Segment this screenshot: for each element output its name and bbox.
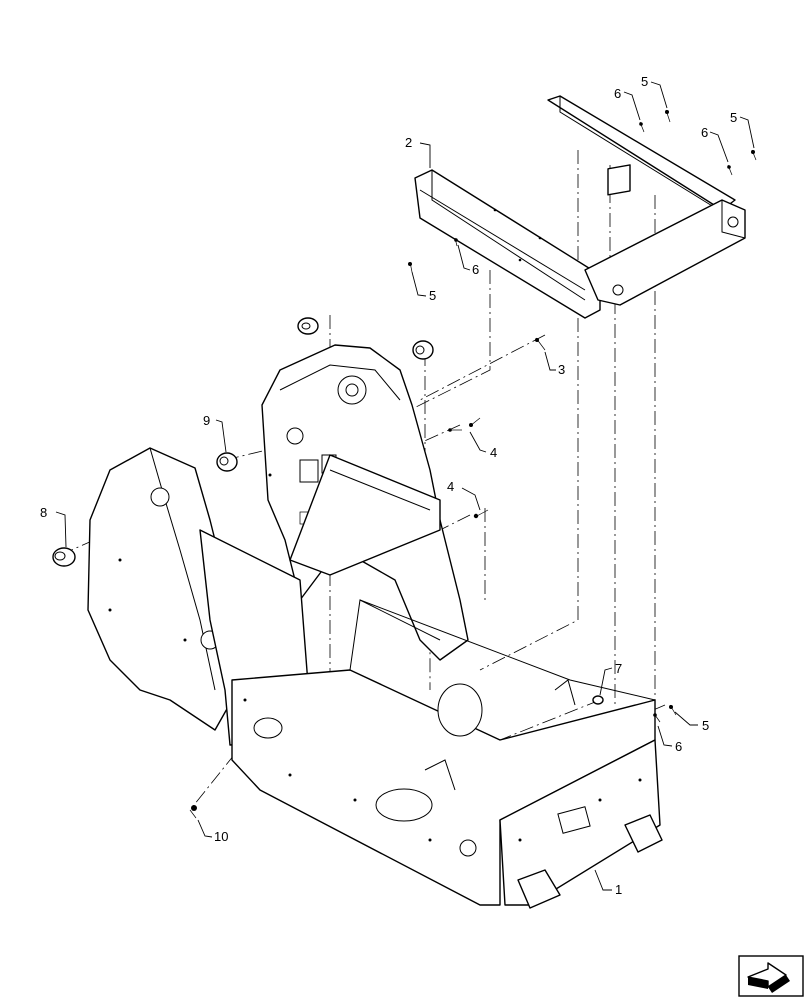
part-8-bushing bbox=[52, 547, 76, 567]
callout-2: 2 bbox=[405, 135, 412, 150]
callout-5: 5 bbox=[730, 110, 737, 125]
callout-1: 1 bbox=[615, 882, 622, 897]
callout-4: 4 bbox=[490, 445, 497, 460]
fasteners bbox=[189, 109, 757, 819]
leader-lines bbox=[55, 81, 755, 891]
part-2-cross-member bbox=[414, 95, 746, 319]
part-1-main-frame bbox=[87, 344, 663, 909]
part-9-bushing bbox=[216, 452, 238, 472]
callout-3: 3 bbox=[558, 362, 565, 377]
top-bushing-right bbox=[412, 340, 434, 360]
callout-5: 5 bbox=[429, 288, 436, 303]
callout-6: 6 bbox=[675, 739, 682, 754]
callout-10: 10 bbox=[214, 829, 228, 844]
next-page-arrow-icon[interactable] bbox=[738, 955, 804, 997]
callout-8: 8 bbox=[40, 505, 47, 520]
callout-5: 5 bbox=[641, 74, 648, 89]
callout-6: 6 bbox=[472, 262, 479, 277]
callout-7: 7 bbox=[615, 661, 622, 676]
callout-6: 6 bbox=[701, 125, 708, 140]
callout-9: 9 bbox=[203, 413, 210, 428]
callout-5: 5 bbox=[702, 718, 709, 733]
callout-labels: 2 6 5 3 4 4 6 5 6 5 7 5 6 8 9 10 1 bbox=[40, 74, 737, 897]
callout-4: 4 bbox=[447, 479, 454, 494]
callout-6: 6 bbox=[614, 86, 621, 101]
top-bushing-left bbox=[297, 317, 319, 335]
